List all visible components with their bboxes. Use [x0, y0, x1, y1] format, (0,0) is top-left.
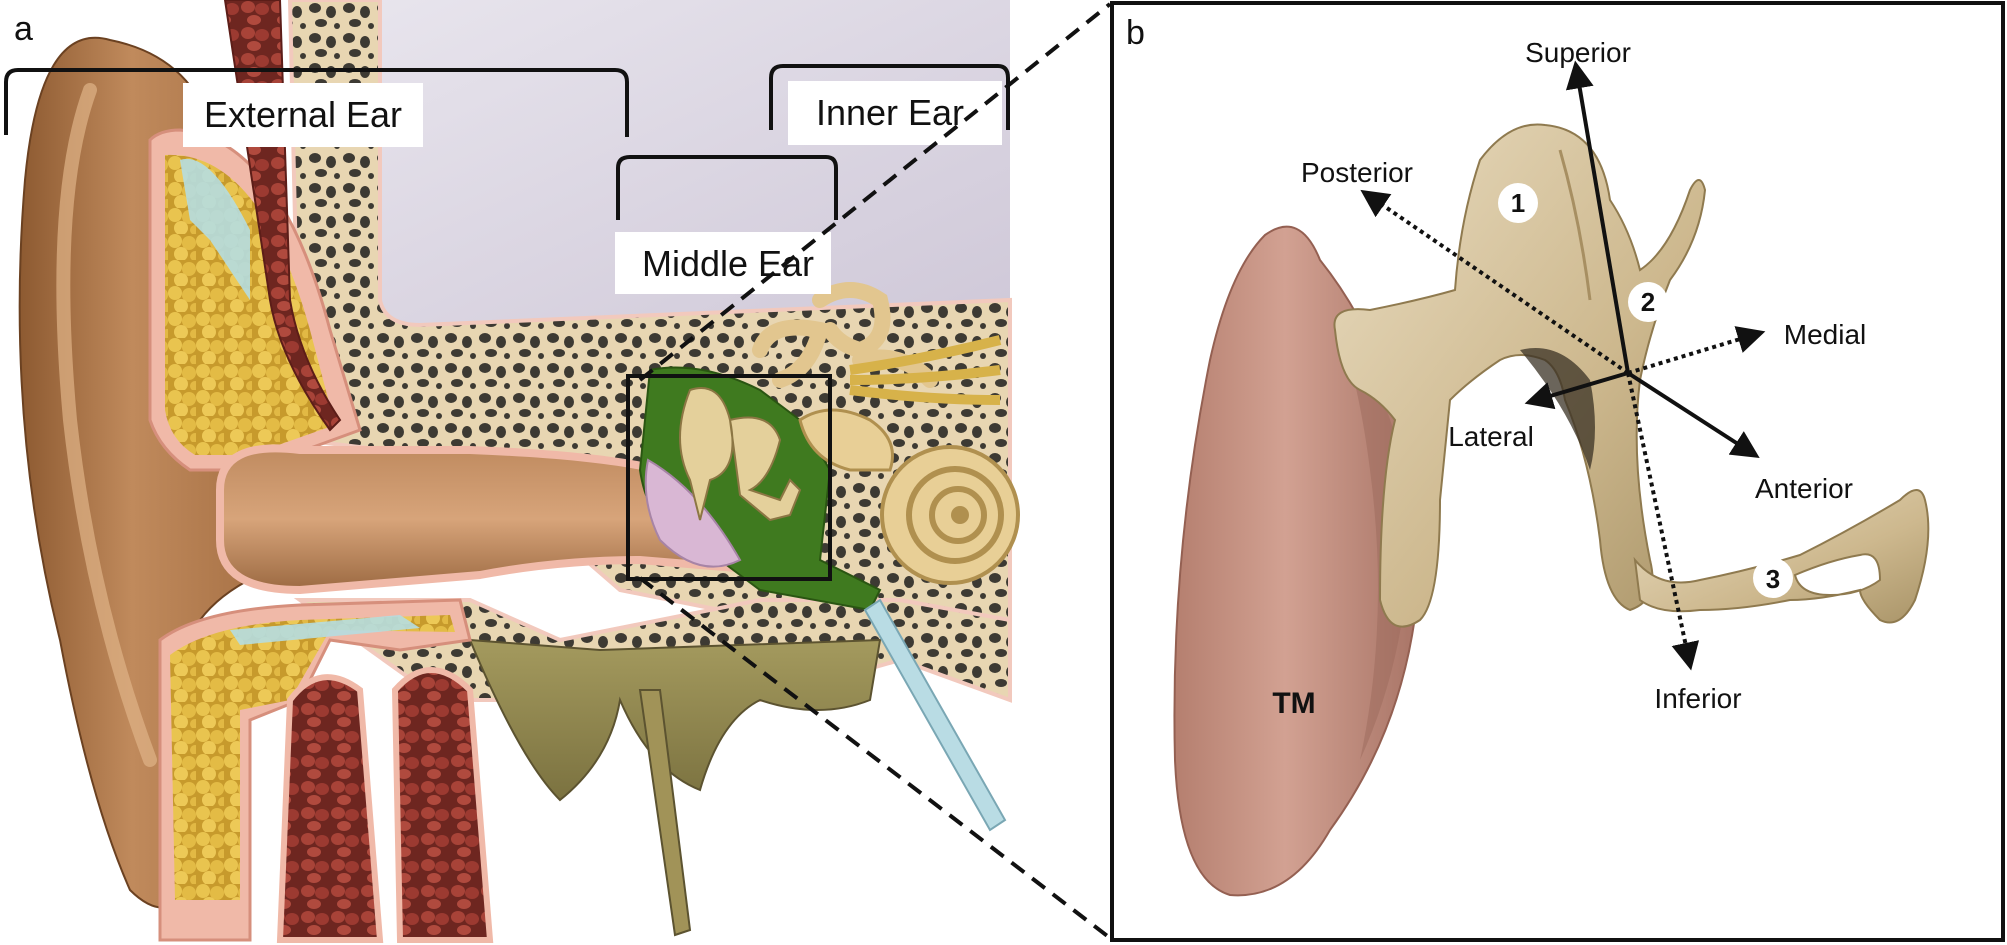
panel-a-illustration: External Ear Inner Ear Middle Ear a — [4, 0, 1020, 943]
mastoid-process — [468, 638, 882, 802]
external-ear-bracket — [4, 68, 629, 137]
cartilage-strip-upper — [180, 158, 250, 300]
malleus-incus — [1333, 123, 1707, 628]
middle-ear-label-box — [615, 232, 831, 294]
ossicle-2-marker — [1628, 282, 1668, 322]
panel-b-illustration: Superior Inferior Posterior Anterior Med… — [1110, 1, 2005, 942]
external-ear-label-box — [183, 83, 423, 147]
inferior-label: Inferior — [1654, 683, 1741, 714]
cochlea-inner — [929, 486, 987, 544]
ossicle-3-marker — [1753, 558, 1793, 598]
anterior-axis — [1626, 371, 1760, 459]
lateral-label: Lateral — [1448, 421, 1534, 452]
inferior-axis-dotted — [1626, 372, 1700, 671]
muscle-lower-right — [391, 667, 494, 943]
cartilage-strip-lower — [230, 615, 420, 645]
cochlea-core — [951, 506, 969, 524]
zoom-region-box — [626, 374, 832, 581]
middle-ear-bracket — [616, 155, 838, 220]
ossicle-1-marker — [1498, 183, 1538, 223]
muscle-lower-left — [276, 674, 384, 943]
styloid-process — [638, 689, 692, 937]
lateral-axis — [1524, 371, 1629, 410]
panel-b-letter: b — [1126, 14, 1145, 52]
fat-lower — [170, 615, 455, 900]
inner-ear — [752, 282, 1020, 585]
auricle-helix-fold — [56, 83, 157, 767]
medial-label: Medial — [1784, 319, 1866, 350]
ossicle-3-label: 3 — [1766, 564, 1780, 594]
zoom-connector-top — [638, 2, 1112, 382]
anterior-label: Anterior — [1755, 473, 1853, 504]
eustachian-tube — [863, 598, 1007, 832]
superior-inferior-axis — [1565, 60, 1630, 374]
tympanic-membrane-label: TM — [1272, 687, 1315, 720]
posterior-label: Posterior — [1301, 157, 1413, 188]
superior-label: Superior — [1525, 37, 1631, 68]
incus-crease — [1558, 149, 1592, 301]
inner-ear-label: Inner Ear — [816, 92, 964, 133]
zoom-connector-bottom — [638, 576, 1112, 940]
medial-axis-dotted — [1627, 326, 1766, 375]
ossicle-shadow — [1520, 348, 1595, 470]
vestibular-nerve — [849, 335, 1002, 405]
cochlea-mid — [906, 466, 1004, 564]
inner-ear-label-box — [788, 81, 1002, 145]
tympanic-membrane-small — [644, 458, 742, 568]
ossicle-1-label: 1 — [1511, 188, 1525, 218]
inner-ear-bracket — [769, 64, 1010, 130]
ossicles-small — [679, 387, 802, 522]
vestibule — [798, 408, 894, 472]
ossicle-2-label: 2 — [1641, 287, 1655, 317]
external-ear-label: External Ear — [204, 94, 402, 135]
panel-a-letter: a — [14, 10, 33, 48]
posterior-axis-dotted — [1360, 189, 1630, 375]
